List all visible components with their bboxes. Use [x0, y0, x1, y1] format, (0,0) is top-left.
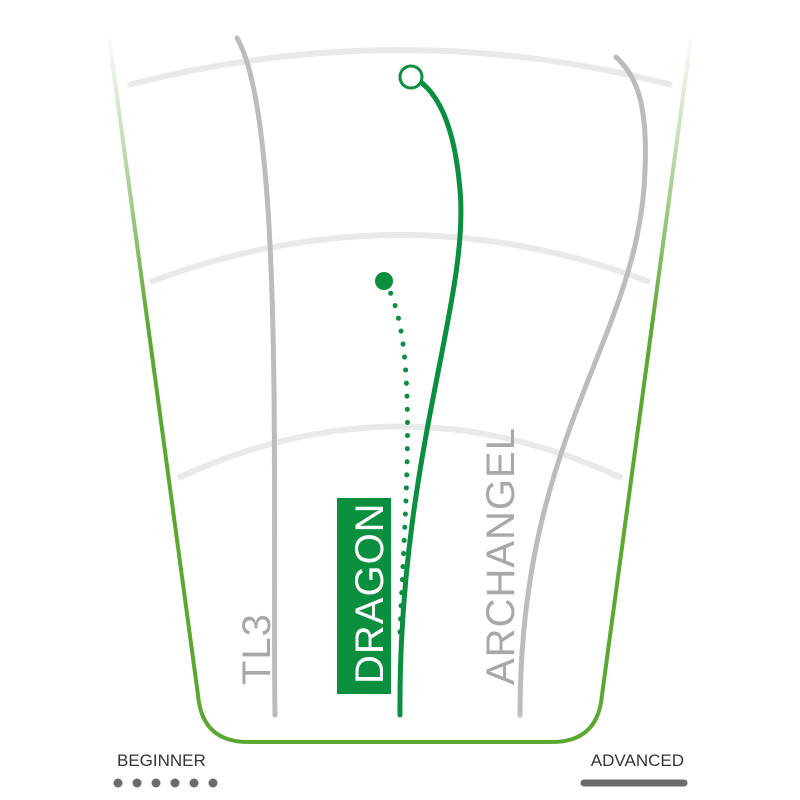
disc-label-dragon-highlight [337, 498, 391, 694]
beginner-dots-indicator [113, 778, 218, 788]
distance-arc-mid [148, 232, 652, 285]
flight-path-dragon-dotted [382, 279, 410, 635]
scale-label-beginner: BEGINNER [117, 751, 206, 770]
disc-label-dragon: DRAGON [348, 502, 392, 684]
distance-arcs [127, 47, 673, 481]
flight-path-tl3 [234, 35, 278, 718]
dragon-short-endpoint [375, 272, 393, 290]
disc-label-archangel: ARCHANGEL [479, 427, 523, 685]
disc-labels: TL3 DRAGON ARCHANGEL [235, 427, 523, 694]
distance-arc-far [127, 47, 673, 88]
funnel-bottom [196, 694, 604, 744]
flight-path-dragon [397, 77, 464, 718]
disc-label-tl3: TL3 [235, 613, 279, 685]
skill-scale: BEGINNER ADVANCED [113, 751, 688, 788]
funnel-right-edge [600, 29, 694, 696]
skill-funnel [106, 29, 694, 744]
scale-label-advanced: ADVANCED [591, 751, 684, 770]
dragon-long-endpoint [398, 64, 424, 90]
flight-path-archangel [517, 54, 648, 718]
flight-paths [234, 35, 648, 718]
funnel-left-edge [106, 29, 200, 696]
